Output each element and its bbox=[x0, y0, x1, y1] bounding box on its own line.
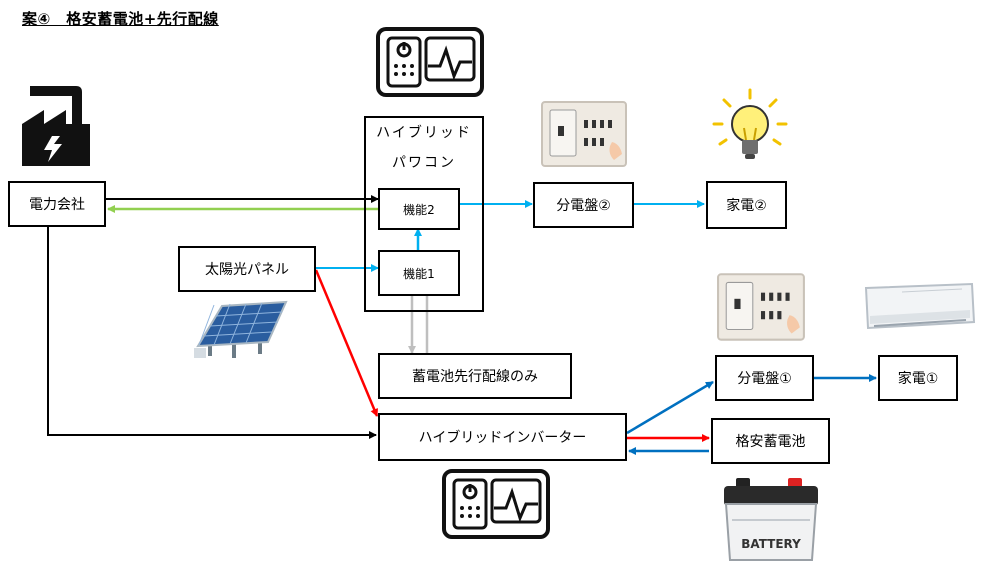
appliance1-label: 家電① bbox=[897, 371, 939, 387]
function1-label: 機能1 bbox=[403, 266, 435, 281]
factory-icon bbox=[22, 86, 90, 166]
hybrid-power-conditioner-label: ハイブリッド パワコン bbox=[366, 118, 482, 178]
distribution-board-icon-2 bbox=[541, 101, 627, 167]
hybrid-pc-line2: パワコン bbox=[392, 155, 456, 171]
light-bulb-icon bbox=[712, 88, 788, 159]
prewire-label: 蓄電池先行配線のみ bbox=[412, 369, 538, 385]
battery-icon: BATTERY bbox=[724, 478, 818, 561]
breaker1-label: 分電盤① bbox=[737, 371, 792, 387]
hybrid-pc-line1: ハイブリッド bbox=[376, 125, 472, 141]
power-conditioner-icon bbox=[376, 27, 484, 97]
battery-box: 格安蓄電池 bbox=[711, 418, 830, 464]
distribution-board-icon-1 bbox=[717, 273, 805, 341]
solar-panel-label: 太陽光パネル bbox=[205, 262, 289, 278]
function2-box: 機能2 bbox=[378, 188, 460, 230]
solar-panel-box: 太陽光パネル bbox=[178, 246, 316, 292]
appliance2-label: 家電② bbox=[726, 198, 767, 214]
hybrid-power-conditioner-box bbox=[364, 116, 484, 312]
hybrid-inverter-box: ハイブリッドインバーター bbox=[378, 413, 627, 461]
appliance1-box: 家電① bbox=[878, 355, 958, 401]
hybrid-inverter-label: ハイブリッドインバーター bbox=[418, 430, 587, 446]
power-company-box: 電力会社 bbox=[8, 181, 106, 227]
breaker1-box: 分電盤① bbox=[715, 355, 814, 401]
function2-label: 機能2 bbox=[403, 202, 435, 217]
breaker2-box: 分電盤② bbox=[533, 182, 634, 228]
appliance2-box: 家電② bbox=[706, 181, 787, 229]
function1-box: 機能1 bbox=[378, 250, 460, 296]
arrow-company-to-inverter bbox=[47, 227, 377, 439]
battery-label: 格安蓄電池 bbox=[735, 434, 806, 450]
hybrid-inverter-icon bbox=[442, 469, 550, 539]
arrow-inverter-to-breaker1 bbox=[626, 380, 714, 435]
air-conditioner-icon bbox=[864, 282, 976, 330]
power-company-label: 電力会社 bbox=[29, 197, 85, 213]
battery-icon-text: BATTERY bbox=[741, 537, 801, 551]
solar-panel-icon bbox=[194, 300, 288, 358]
page-title: 案④ 格安蓄電池+先行配線 bbox=[22, 10, 219, 28]
prewire-box: 蓄電池先行配線のみ bbox=[378, 353, 572, 399]
breaker2-label: 分電盤② bbox=[556, 198, 611, 214]
arrow-solar-to-inverter bbox=[314, 269, 379, 417]
